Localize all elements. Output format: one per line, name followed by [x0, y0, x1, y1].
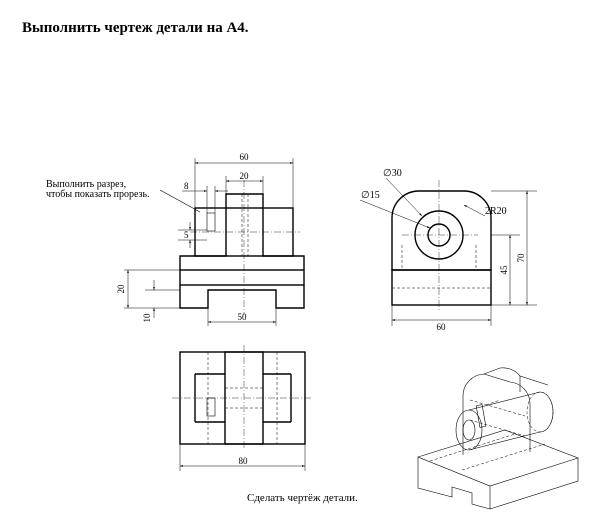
- top-view: [172, 345, 312, 471]
- side-dim-45: 45: [499, 265, 509, 275]
- front-dim-20-vertical: 20: [116, 284, 126, 294]
- side-dim-diameter-30: ∅30: [383, 168, 402, 179]
- front-dim-5: 5: [184, 230, 189, 240]
- front-dim-20: 20: [240, 171, 250, 181]
- front-dim-10: 10: [142, 313, 152, 323]
- side-view: [359, 177, 537, 326]
- front-dim-50: 50: [238, 312, 248, 322]
- side-dim-2r20: 2R20: [485, 206, 507, 217]
- front-view: 60 20 8 5 20 10 50: [116, 152, 305, 326]
- caption: Сделать чертёж детали.: [247, 492, 358, 504]
- side-dim-70: 70: [516, 253, 526, 263]
- front-dim-8: 8: [184, 181, 189, 191]
- side-dim-diameter-15: ∅15: [361, 190, 380, 201]
- side-dim-60: 60: [437, 322, 447, 332]
- section-note-line-1: Выполнить разрез,: [46, 179, 126, 190]
- section-note-line-2: чтобы показать прорезь.: [46, 189, 150, 200]
- task-title: Выполнить чертеж детали на А4.: [22, 20, 249, 36]
- isometric-view: [417, 367, 579, 510]
- top-dim-80: 80: [239, 456, 249, 466]
- front-dim-60: 60: [240, 152, 250, 162]
